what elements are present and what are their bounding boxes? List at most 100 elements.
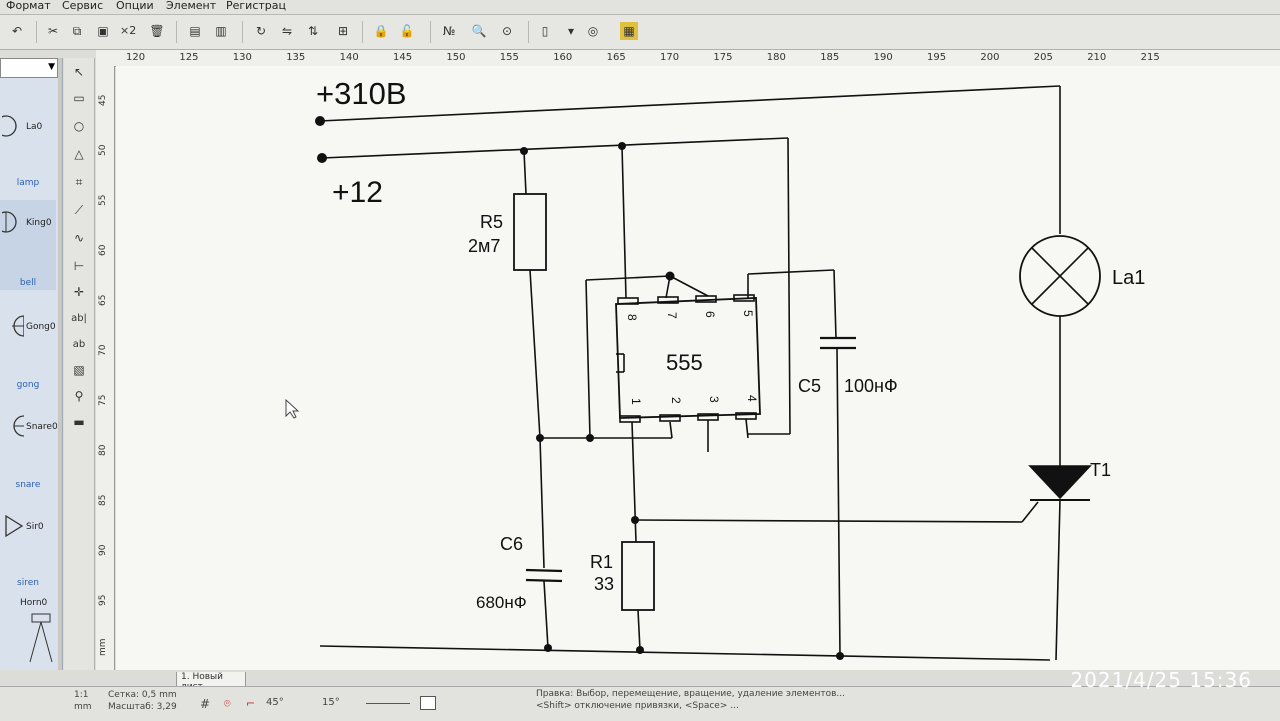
library-item-label: Snare0 [26,422,58,432]
ruler-tick: 90 [98,544,108,556]
grid-icon[interactable]: # [200,697,211,711]
pin-label: 6 [703,311,717,318]
library-category: lamp [16,178,40,188]
line-width-preview[interactable] [366,703,410,704]
menu-format[interactable]: Формат [6,0,51,12]
mirror-h-icon[interactable]: ⇋ [281,24,293,38]
c5-name: C5 [798,376,821,396]
fill-color-swatch[interactable] [420,696,436,710]
pin-label: 2 [669,397,683,404]
snap-icon[interactable]: ⌐ [246,697,256,710]
unlock-icon[interactable]: 🔓 [399,24,415,38]
pin-label: 5 [741,310,755,317]
drawing-canvas[interactable]: +310В +12 R5 2м7 555 8 7 6 5 1 2 3 4 C5 … [116,66,1280,670]
magnet-icon[interactable]: ⌾ [224,697,231,710]
copy-icon[interactable]: ⧉ [72,23,82,38]
pin-label: 3 [707,396,721,403]
search-icon[interactable]: 🔍 [471,24,487,38]
ellipse-icon[interactable]: ○ [73,119,85,133]
library-item[interactable]: La0 lamp [0,104,56,194]
library-item-label: La0 [26,122,43,132]
grid-size[interactable]: Сетка: 0,5 mm [108,690,177,700]
angle-snap-15[interactable]: 15° [322,697,340,708]
group-icon[interactable]: ▤ [189,24,201,38]
ruler-tick: 80 [98,444,108,456]
library-item[interactable]: Snare0 snare [0,404,58,494]
ruler-tick: 55 [98,194,108,206]
trash-icon[interactable]: 🗑 [149,24,165,38]
ruler-tick: 120 [126,52,146,63]
numbering-icon[interactable]: № [442,24,456,38]
zoom-level[interactable]: Масштаб: 3,29 [108,702,177,712]
zoom-icon[interactable]: ◎ [587,24,599,38]
ruler-tick: 75 [98,394,108,406]
align-icon[interactable]: ⊞ [337,24,349,38]
menu-options[interactable]: Опции [116,0,154,12]
c5-value: 100нФ [844,376,898,396]
pin-label: 7 [665,312,679,319]
menu-registration[interactable]: Регистрац [226,0,286,12]
bezier-icon[interactable]: ∿ [73,231,85,245]
angle-snap-45[interactable]: 45° [266,697,284,708]
select-arrow-icon[interactable]: ↖ [73,65,85,79]
hint-text-2: <Shift> отключение привязки, <Space> ... [536,701,739,711]
r5-value: 2м7 [468,236,500,256]
library-item-label: Sir0 [26,522,44,532]
c6-value: 680нФ [476,593,527,612]
ruler-tick: 165 [606,52,626,63]
ruler-tick: 185 [820,52,840,63]
r1-value: 33 [594,574,614,594]
library-item[interactable]: King0 bell [0,200,56,290]
ungroup-icon[interactable]: ▥ [215,24,227,38]
textbox-tool[interactable]: ab [72,338,86,350]
node-icon[interactable]: ✛ [73,285,85,299]
library-item[interactable]: Sir0 siren [0,504,56,594]
c6-name: C6 [500,534,523,554]
ruler-icon[interactable]: ▬ [73,415,85,429]
line-icon[interactable]: ⟋ [74,202,84,217]
library-item[interactable]: Gong0 gong [0,304,56,394]
arrow-back-icon[interactable]: ↶ [11,24,23,38]
chevron-down-icon[interactable]: ▾ [567,24,575,38]
image-icon[interactable]: ▧ [73,363,85,377]
menu-element[interactable]: Элемент [166,0,217,12]
mouse-cursor-icon [285,398,300,419]
toolbar: ↶ ✂ ⧉ ▣ ×2 🗑 ▤ ▥ ↻ ⇋ ⇅ ⊞ 🔒 🔓 № 🔍 ⊙ ▯ ▾ ◎… [0,15,1280,50]
lock-icon[interactable]: 🔒 [373,24,389,38]
cut-icon[interactable]: ✂ [47,24,59,38]
library-category: snare [15,480,41,490]
ruler-tick: 125 [179,52,199,63]
library-combo[interactable]: ▼ [0,58,58,78]
library-item-label: King0 [26,218,52,228]
ruler-tick: 60 [98,244,108,256]
pin-label: 4 [745,395,759,402]
ruler-tick: 170 [660,52,680,63]
binoculars-icon[interactable]: ⊙ [501,24,513,38]
dimension-icon[interactable]: ⊢ [73,259,85,273]
library-item[interactable]: Horn0 [0,594,56,684]
rectangle-icon[interactable]: ▭ [73,91,85,105]
zoom-icon[interactable]: ⚲ [74,389,84,403]
r5-name: R5 [480,212,503,232]
rotate-icon[interactable]: ↻ [255,24,267,38]
polyline-icon[interactable]: ⌗ [75,174,83,189]
polygon-icon[interactable]: △ [74,147,84,161]
ic-name: 555 [666,350,703,375]
sheet-tab[interactable]: 1. Новый лист [176,672,246,692]
pin-label: 1 [629,398,643,405]
ruler-tick: 200 [980,52,1000,63]
menu-bar: Формат Сервис Опции Элемент Регистрац [0,0,1280,15]
library-scrollbar[interactable] [58,58,62,670]
scale-label: 1:1 [74,690,89,700]
mirror-v-icon[interactable]: ⇅ [307,24,319,38]
text-tool[interactable]: ab| [71,312,87,324]
status-bar: 1:1 mm Сетка: 0,5 mm Масштаб: 3,29 # ⌾ ⌐… [0,686,1280,721]
ruler-tick: 215 [1140,52,1160,63]
multiply-counter[interactable]: ×2 [120,24,137,37]
menu-service[interactable]: Сервис [62,0,104,12]
ruler-tick: 145 [393,52,413,63]
paste-icon[interactable]: ▣ [97,24,109,38]
library-icon[interactable]: ▦ [620,22,638,40]
page-icon[interactable]: ▯ [541,24,549,38]
